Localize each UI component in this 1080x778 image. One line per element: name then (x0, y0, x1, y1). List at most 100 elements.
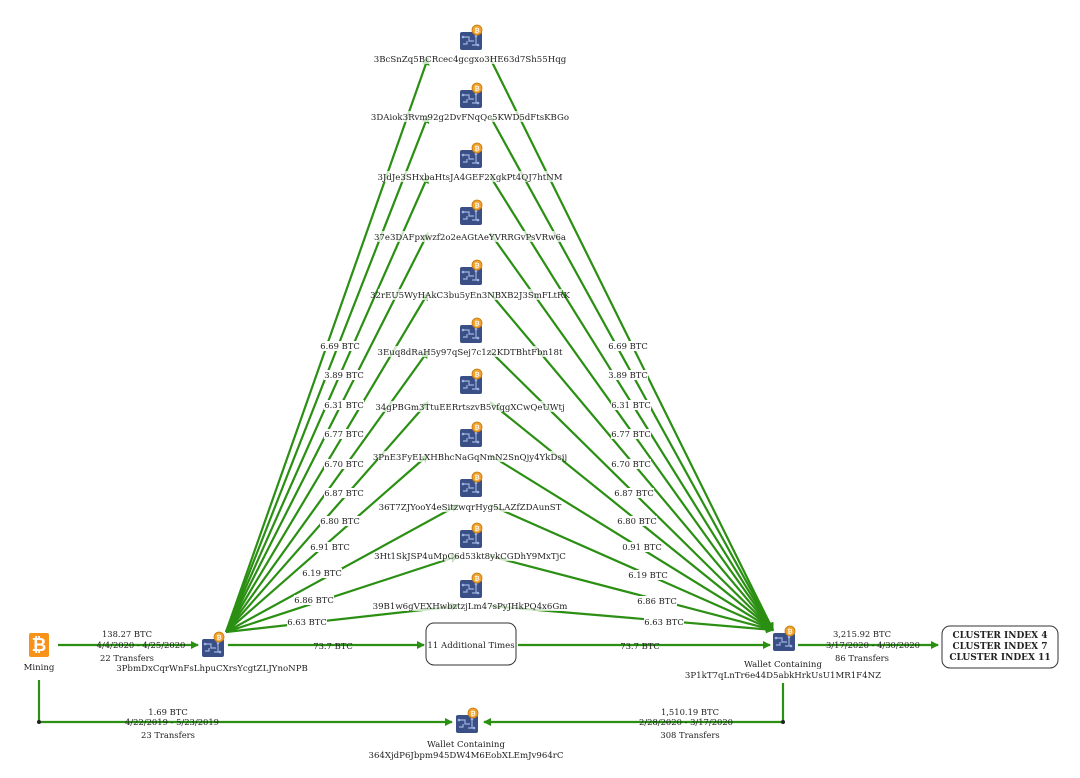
wallet-icon (459, 421, 483, 448)
cluster-index-line: CLUSTER INDEX 4 (953, 631, 1048, 641)
dest-wallet-title: Wallet Containing (744, 660, 822, 670)
edge-amount-bg (324, 459, 364, 469)
intermediate-wallet-node[interactable]: 32rEU5WyHAkC3bu5yEn3NBXB2J3SmFLtRK (370, 259, 570, 301)
intermediate-wallet-address: 3Ht1SkJSP4uMpC6d53kt8ykCGDhY9MxTjC (374, 552, 566, 562)
edge-amount-bg (324, 488, 364, 498)
wallet-icon (459, 259, 483, 286)
intermediate-wallet-node[interactable]: 39B1w6gVEXHwbztzjLm47sPyJHkPQ4x6Gm (373, 572, 568, 612)
edge-in-amount: 3.89 BTC (608, 370, 647, 380)
intermediate-wallet-address: 32rEU5WyHAkC3bu5yEn3NBXB2J3SmFLtRK (370, 291, 570, 301)
wallet-icon (459, 24, 483, 51)
edge-main-to-wallet (225, 554, 459, 634)
edge-out-amount: 6.86 BTC (294, 595, 333, 605)
edge-amount-bg (608, 370, 648, 380)
edge-transfers: 22 Transfers (100, 653, 154, 663)
edge-dest-bottom-labels: 1,510.19 BTC 2/28/2020 - 3/17/2020 308 T… (639, 707, 733, 740)
edge-amount: 3,215.92 BTC (833, 629, 891, 639)
edge-dates: 3/17/2020 - 4/30/2020 (826, 640, 920, 650)
edge-wallet-to-dest (489, 503, 774, 632)
wallet-label-bg (378, 171, 562, 182)
main-wallet-address: 3PbmDxCqrWnFsLhpuCXrsYcgtZLJYnoNPB (116, 664, 308, 674)
intermediate-wallet-address: 3PnE3FyELXHBhcNaGqNmN2SnQjy4YkDsij (373, 453, 567, 463)
edge-wallet-to-dest (489, 554, 774, 633)
wallet-icon (459, 142, 483, 169)
edge-amount-bg (287, 617, 327, 627)
bottom-wallet-title: Wallet Containing (427, 740, 505, 750)
wallet-label-bg (378, 600, 562, 611)
edge-in-amount: 0.91 BTC (622, 542, 661, 552)
wallet-icon (459, 317, 483, 344)
edge-dates: 4/22/2019 - 5/23/2019 (125, 717, 219, 727)
intermediate-wallet-node[interactable]: 34gPBGm3TtuEERrtszvB5vfqgXCwQeUWtj (375, 368, 565, 413)
intermediate-wallet-node[interactable]: 3BcSnZq5BCRcec4gcgxo3HE63d7Sh55Hqg (374, 24, 567, 65)
edge-in-amount: 6.77 BTC (611, 429, 650, 439)
edge-out-amount: 6.19 BTC (302, 568, 341, 578)
edge-in-amount: 6.63 BTC (644, 617, 683, 627)
edge-dest-to-bottom (483, 683, 785, 726)
edge-mining-main-labels: 138.27 BTC 4/4/2020 - 4/25/2020 22 Trans… (97, 629, 186, 663)
intermediate-wallet-address: 39B1w6gVEXHwbztzjLm47sPyJHkPQ4x6Gm (373, 602, 568, 612)
bottom-wallet-address: 364XjdP6Jbpm945DW4M6EobXLEmJv964rC (369, 751, 564, 761)
wallet-icon (201, 631, 225, 658)
edge-amount-bg (302, 568, 342, 578)
intermediate-wallet-address: 3BcSnZq5BCRcec4gcgxo3HE63d7Sh55Hqg (374, 55, 567, 65)
edge-amount-bg (324, 400, 364, 410)
edge-mining-to-bottom (37, 680, 453, 726)
edge-amount-bg (608, 341, 648, 351)
edge-amount-bg (637, 596, 677, 606)
wallet-icon (772, 625, 796, 652)
intermediate-wallet-address: 37e3DAFpxwzf2o2eAGtAeYVRRGvPsVRw6a (374, 233, 566, 243)
main-wallet-node[interactable]: 3PbmDxCqrWnFsLhpuCXrsYcgtZLJYnoNPB (116, 631, 308, 674)
wallet-icon (459, 368, 483, 395)
edge-out-amount: 6.77 BTC (324, 429, 363, 439)
additional-in-amount: 73.7 BTC (313, 641, 352, 651)
wallet-label-bg (378, 501, 562, 512)
intermediate-wallet-address: 3JdJe3SHxbaHtsJA4GEF2XgkPt4QJ7htNM (377, 173, 562, 183)
wallet-icon (459, 199, 483, 226)
wallet-icon (459, 82, 483, 109)
intermediate-wallet-node[interactable]: 3Euq8dRaH5y97qSej7c1z2KDTBhtFbn18t (378, 317, 563, 358)
cluster-index-line: CLUSTER INDEX 11 (949, 653, 1050, 663)
edge-in-amount: 6.70 BTC (611, 459, 650, 469)
edge-transfers: 86 Transfers (835, 653, 889, 663)
edge-out-amount: 6.87 BTC (324, 488, 363, 498)
additional-times-node[interactable]: 11 Additional Times (425, 622, 517, 666)
edge-in-amount: 6.31 BTC (611, 400, 650, 410)
wallet-label-bg (378, 53, 562, 64)
wallet-icon (455, 707, 479, 734)
intermediate-wallet-node[interactable]: 3DAiok3Rvm92g2DvFNqQc5KWD5dFtsKBGo (371, 82, 569, 123)
cluster-index-node[interactable]: CLUSTER INDEX 4 CLUSTER INDEX 7 CLUSTER … (941, 625, 1059, 669)
additional-times-label: 11 Additional Times (427, 641, 514, 651)
intermediate-wallet-node[interactable]: 3PnE3FyELXHBhcNaGqNmN2SnQjy4YkDsij (373, 421, 567, 463)
bottom-wallet-node[interactable]: Wallet Containing 364XjdP6Jbpm945DW4M6Eo… (369, 707, 564, 761)
mining-node: ₿ Mining (24, 633, 55, 673)
wallet-label-bg (378, 451, 562, 462)
edge-amount-bg (324, 429, 364, 439)
edge-dates: 2/28/2020 - 3/17/2020 (639, 717, 733, 727)
edge-dest-cluster-labels: 3,215.92 BTC 3/17/2020 - 4/30/2020 86 Tr… (826, 629, 920, 663)
dest-wallet-address: 3P1kT7qLnTr6e44D5abkHrkUsU1MR1F4NZ (685, 671, 881, 681)
intermediate-wallet-address: 34gPBGm3TtuEERrtszvB5vfqgXCwQeUWtj (375, 403, 564, 413)
dest-wallet-node[interactable]: Wallet Containing 3P1kT7qLnTr6e44D5abkHr… (685, 625, 881, 681)
intermediate-wallet-node[interactable]: 3JdJe3SHxbaHtsJA4GEF2XgkPt4QJ7htNM (377, 142, 563, 183)
intermediate-wallet-address: 36T7ZJYooY4eSitzwqrHyg5LAZfZDAunST (379, 503, 562, 513)
svg-text:₿: ₿ (32, 635, 47, 656)
edge-corner-dot (781, 720, 785, 724)
edge-transfers: 23 Transfers (141, 730, 195, 740)
wallet-label-bg (378, 346, 562, 357)
intermediate-wallet-node[interactable]: 37e3DAFpxwzf2o2eAGtAeYVRRGvPsVRw6a (374, 199, 566, 243)
intermediate-wallet-node[interactable]: 36T7ZJYooY4eSitzwqrHyg5LAZfZDAunST (378, 471, 562, 513)
cluster-index-line: CLUSTER INDEX 7 (953, 642, 1048, 652)
edge-in-amount: 6.87 BTC (614, 488, 653, 498)
edge-amount-bg (611, 400, 651, 410)
edge-amount-bg (611, 459, 651, 469)
intermediate-wallet-node[interactable]: 3Ht1SkJSP4uMpC6d53kt8ykCGDhY9MxTjC (374, 522, 566, 562)
edge-amount: 138.27 BTC (102, 629, 152, 639)
edge-out-amount: 6.31 BTC (324, 400, 363, 410)
edge-amount-bg (614, 488, 654, 498)
intermediate-wallet-address: 3Euq8dRaH5y97qSej7c1z2KDTBhtFbn18t (378, 348, 563, 358)
edge-in-amount: 6.86 BTC (637, 596, 676, 606)
edge-amount-bg (320, 516, 360, 526)
